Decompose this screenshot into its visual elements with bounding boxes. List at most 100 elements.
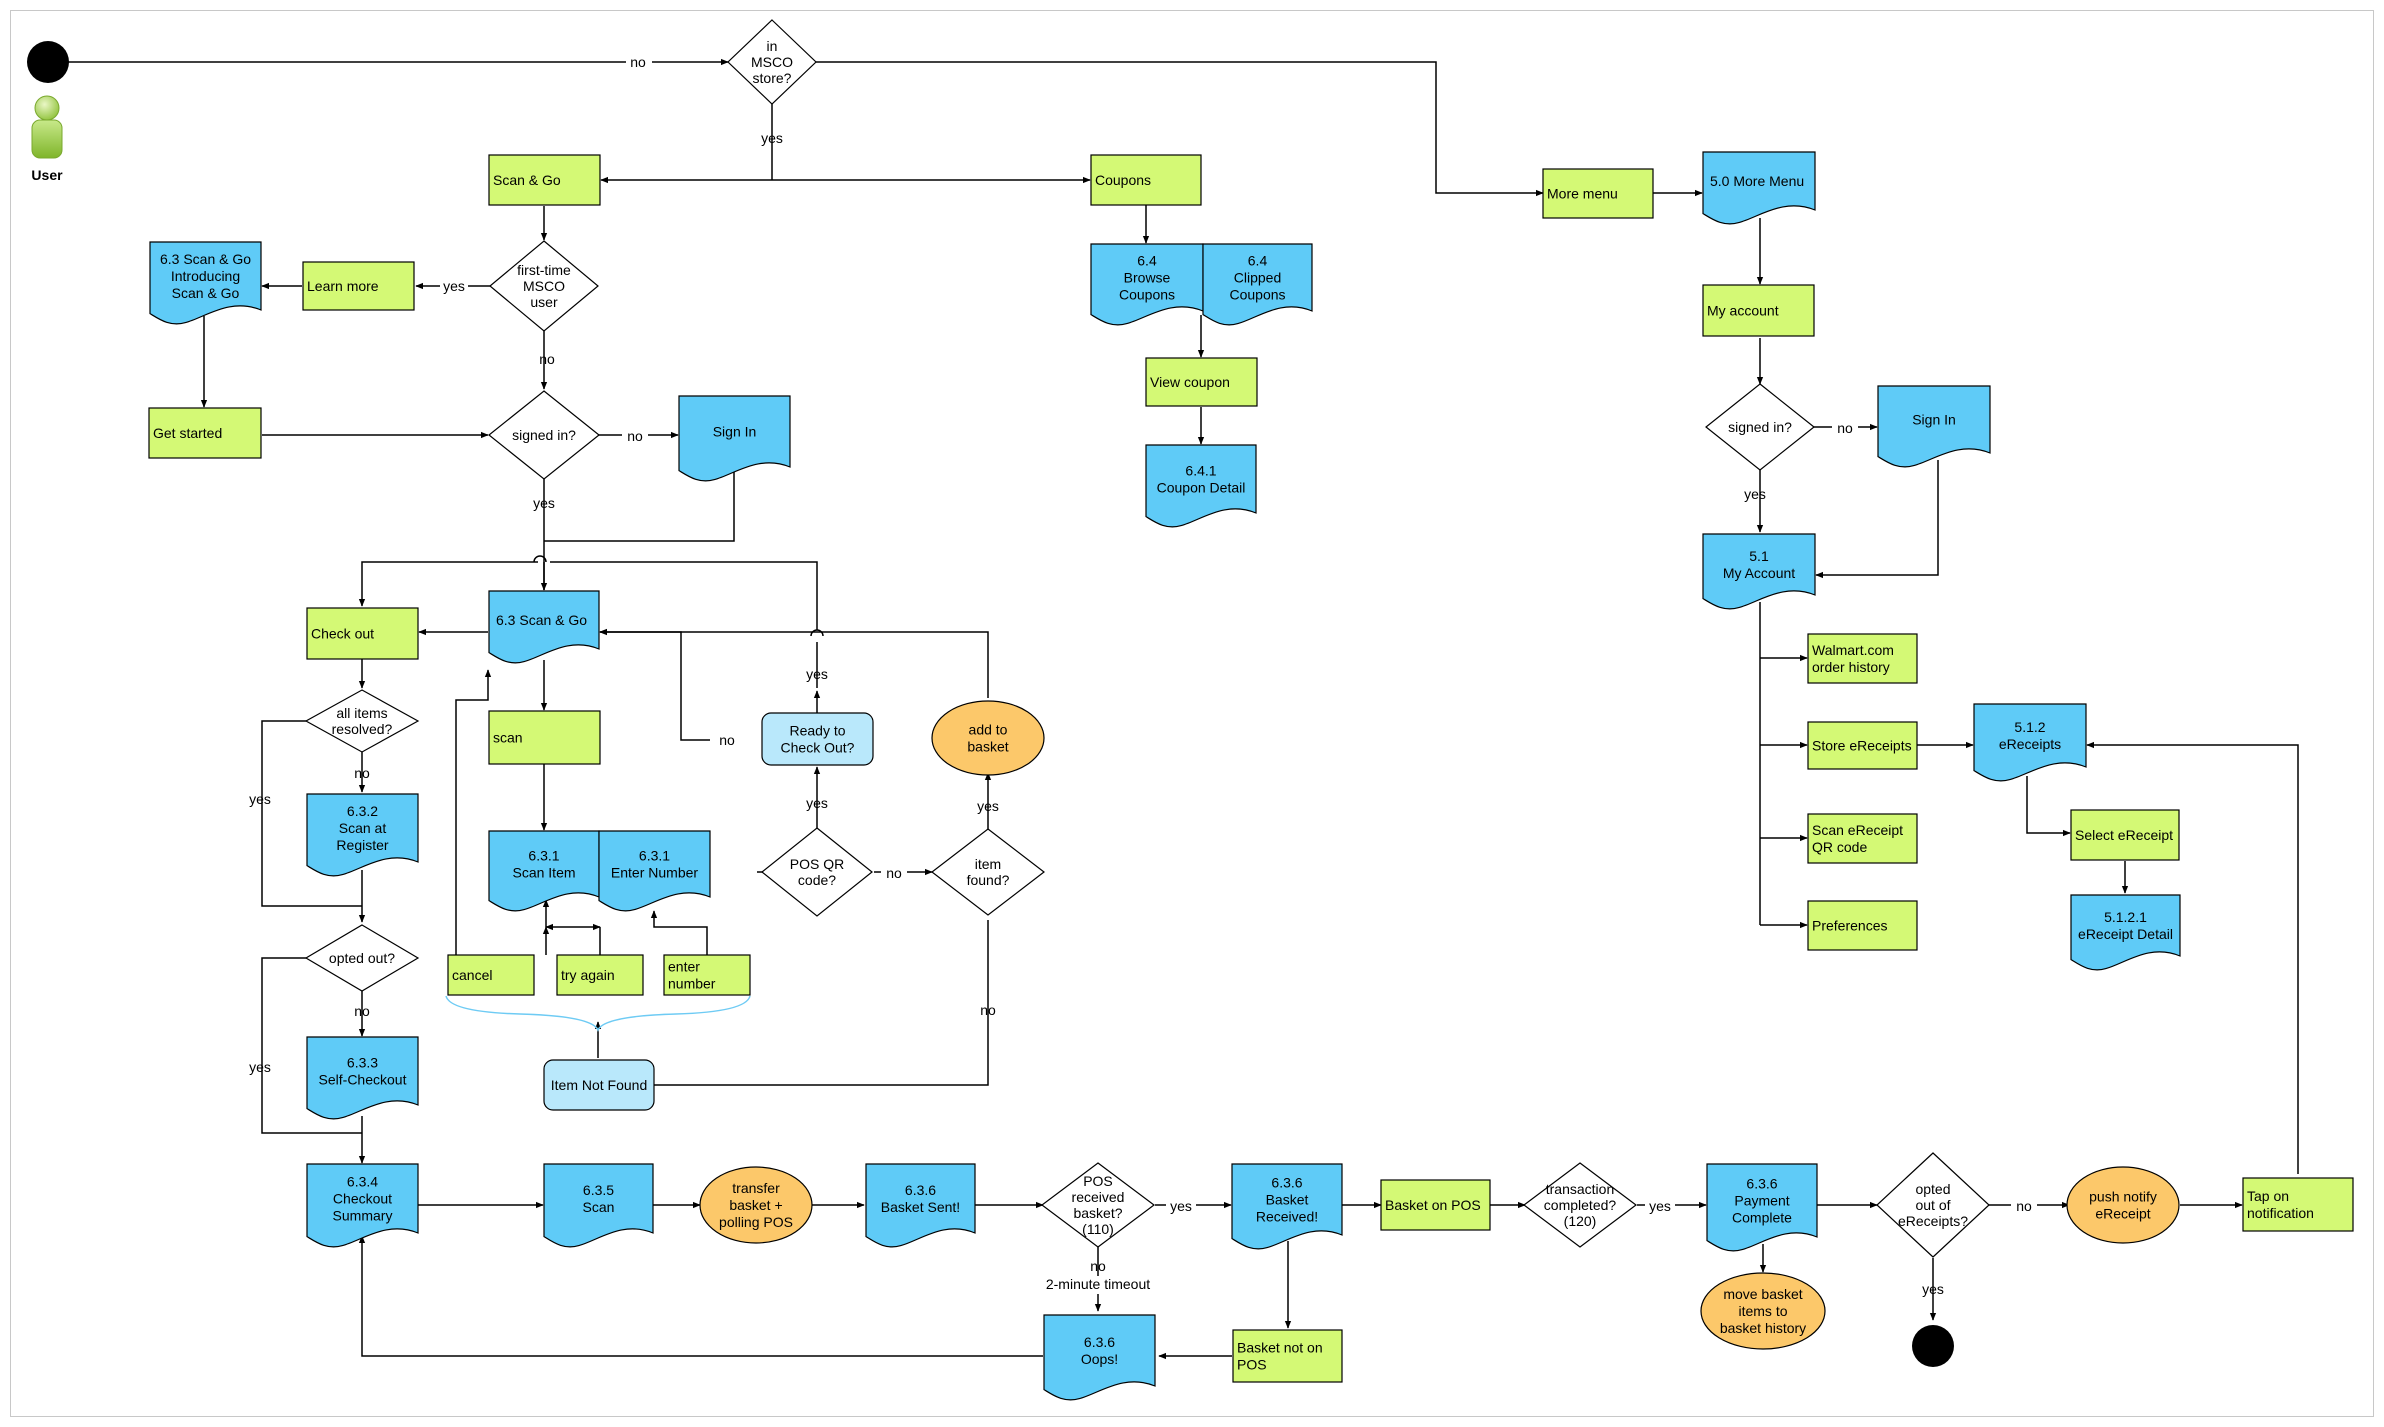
signed-in-account-decision: signed in? bbox=[1705, 383, 1815, 471]
edge-label-yes-found: yes bbox=[977, 798, 999, 814]
add-to-basket-label: basket bbox=[967, 739, 1008, 755]
self-checkout-shape bbox=[306, 1036, 419, 1120]
select-ereceipt-label: Select eReceipt bbox=[2075, 827, 2173, 843]
coupon-detail-label: Coupon Detail bbox=[1157, 480, 1246, 496]
browse-coupons-shape bbox=[1090, 243, 1204, 326]
self-checkout-label: 6.3.3 bbox=[347, 1055, 378, 1071]
learn-more-action: Learn more bbox=[302, 261, 415, 311]
push-notify-shape bbox=[2066, 1166, 2180, 1244]
my-account-screen-label: My Account bbox=[1723, 565, 1795, 581]
scan-at-register-shape bbox=[306, 793, 419, 877]
transaction-completed-shape bbox=[1523, 1162, 1637, 1248]
sign-in-account-screen: Sign In bbox=[1877, 385, 1991, 468]
all-items-resolved-label: resolved? bbox=[332, 721, 393, 737]
item-not-found-dialog: Item Not Found bbox=[543, 1059, 655, 1111]
item-found-label: found? bbox=[967, 872, 1010, 888]
try-again-label: try again bbox=[561, 967, 615, 983]
basket-sent-label: 6.3.6 bbox=[905, 1182, 936, 1198]
scan-go-intro-label: Introducing bbox=[171, 268, 240, 284]
view-coupon-action: View coupon bbox=[1145, 357, 1258, 407]
edge-label-yes-ereceipts: yes bbox=[1922, 1281, 1944, 1297]
more-menu-label: More menu bbox=[1547, 186, 1618, 202]
move-basket-items-shape bbox=[1700, 1272, 1826, 1350]
scan-and-go-label: Scan & Go bbox=[493, 172, 561, 188]
payment-complete-label: Payment bbox=[1734, 1193, 1789, 1209]
scan-item-label: 6.3.1 bbox=[528, 848, 559, 864]
enter-number-label: enter bbox=[668, 959, 700, 975]
enter-number-screen-label: Enter Number bbox=[611, 865, 698, 881]
transaction-completed-label: (120) bbox=[1564, 1213, 1597, 1229]
edge-label-no-signed: no bbox=[627, 428, 643, 444]
scan-at-register-label: Register bbox=[336, 837, 388, 853]
scan-635-label: Scan bbox=[583, 1199, 615, 1215]
payment-complete-shape bbox=[1706, 1163, 1818, 1252]
signed-in-shape bbox=[488, 390, 600, 480]
store-ereceipts-action: Store eReceipts bbox=[1807, 721, 1918, 770]
learn-more-shape bbox=[302, 261, 415, 311]
clipped-coupons-label: Coupons bbox=[1229, 287, 1285, 303]
in-store-label: in bbox=[767, 38, 778, 54]
ereceipt-detail-label: 5.1.2.1 bbox=[2104, 909, 2147, 925]
tap-notification-label: Tap on bbox=[2247, 1188, 2289, 1204]
edge-label-no-qr: no bbox=[886, 865, 902, 881]
transfer-basket-shape bbox=[699, 1166, 813, 1244]
preferences-shape bbox=[1807, 900, 1918, 951]
view-coupon-shape bbox=[1145, 357, 1258, 407]
edge-label-no-store: no bbox=[630, 54, 646, 70]
signed-in-account-label: signed in? bbox=[1728, 419, 1792, 435]
pos-received-label: basket? bbox=[1073, 1205, 1122, 1221]
preferences-label: Preferences bbox=[1812, 918, 1887, 934]
item-not-found-shape bbox=[543, 1059, 655, 1111]
edge-label-yes-qr: yes bbox=[806, 795, 828, 811]
pos-received-label: POS bbox=[1083, 1173, 1113, 1189]
edge-labels: no yes yes no no yes yes no yes no yes n… bbox=[249, 52, 2037, 1297]
move-basket-items-label: move basket bbox=[1723, 1286, 1802, 1302]
oops-label: Oops! bbox=[1081, 1351, 1118, 1367]
get-started-label: Get started bbox=[153, 425, 222, 441]
tap-notification-label: notification bbox=[2247, 1205, 2314, 1221]
basket-not-on-pos-label: POS bbox=[1237, 1357, 1267, 1373]
check-out-label: Check out bbox=[311, 626, 374, 642]
browse-coupons-label: Browse bbox=[1124, 270, 1171, 286]
store-ereceipts-label: Store eReceipts bbox=[1812, 738, 1912, 754]
edge-label-yes-store: yes bbox=[761, 130, 783, 146]
scan-ereceipt-qr-label: Scan eReceipt bbox=[1812, 822, 1903, 838]
try-again-action: try again bbox=[556, 954, 644, 996]
scan-item-shape bbox=[488, 830, 600, 912]
sign-in-screen: Sign In bbox=[678, 395, 791, 482]
get-started-shape bbox=[148, 407, 262, 459]
opted-out-decision: opted out? bbox=[304, 924, 420, 992]
signed-in-decision: signed in? bbox=[488, 390, 600, 480]
ereceipts-label: 5.1.2 bbox=[2014, 719, 2045, 735]
signed-in-account-shape bbox=[1705, 383, 1815, 471]
get-started-action: Get started bbox=[148, 407, 262, 459]
basket-on-pos-shape bbox=[1380, 1179, 1491, 1231]
scan-shape bbox=[488, 710, 601, 765]
ereceipts-shape bbox=[1973, 703, 2087, 782]
walmart-history-label: order history bbox=[1812, 659, 1890, 675]
my-account-label: My account bbox=[1707, 303, 1779, 319]
move-basket-items-label: basket history bbox=[1720, 1320, 1806, 1336]
edge-label-no-signed-account: no bbox=[1837, 420, 1853, 436]
user-actor-label: User bbox=[31, 167, 63, 183]
opted-out-ereceipts-shape bbox=[1876, 1152, 1990, 1258]
coupon-detail-shape bbox=[1145, 444, 1257, 528]
browse-coupons-label: Coupons bbox=[1119, 287, 1175, 303]
clipped-coupons-label: 6.4 bbox=[1248, 253, 1268, 269]
scan-and-go-action: Scan & Go bbox=[488, 154, 601, 206]
cancel-shape bbox=[447, 954, 535, 996]
connectors bbox=[66, 58, 2299, 1360]
